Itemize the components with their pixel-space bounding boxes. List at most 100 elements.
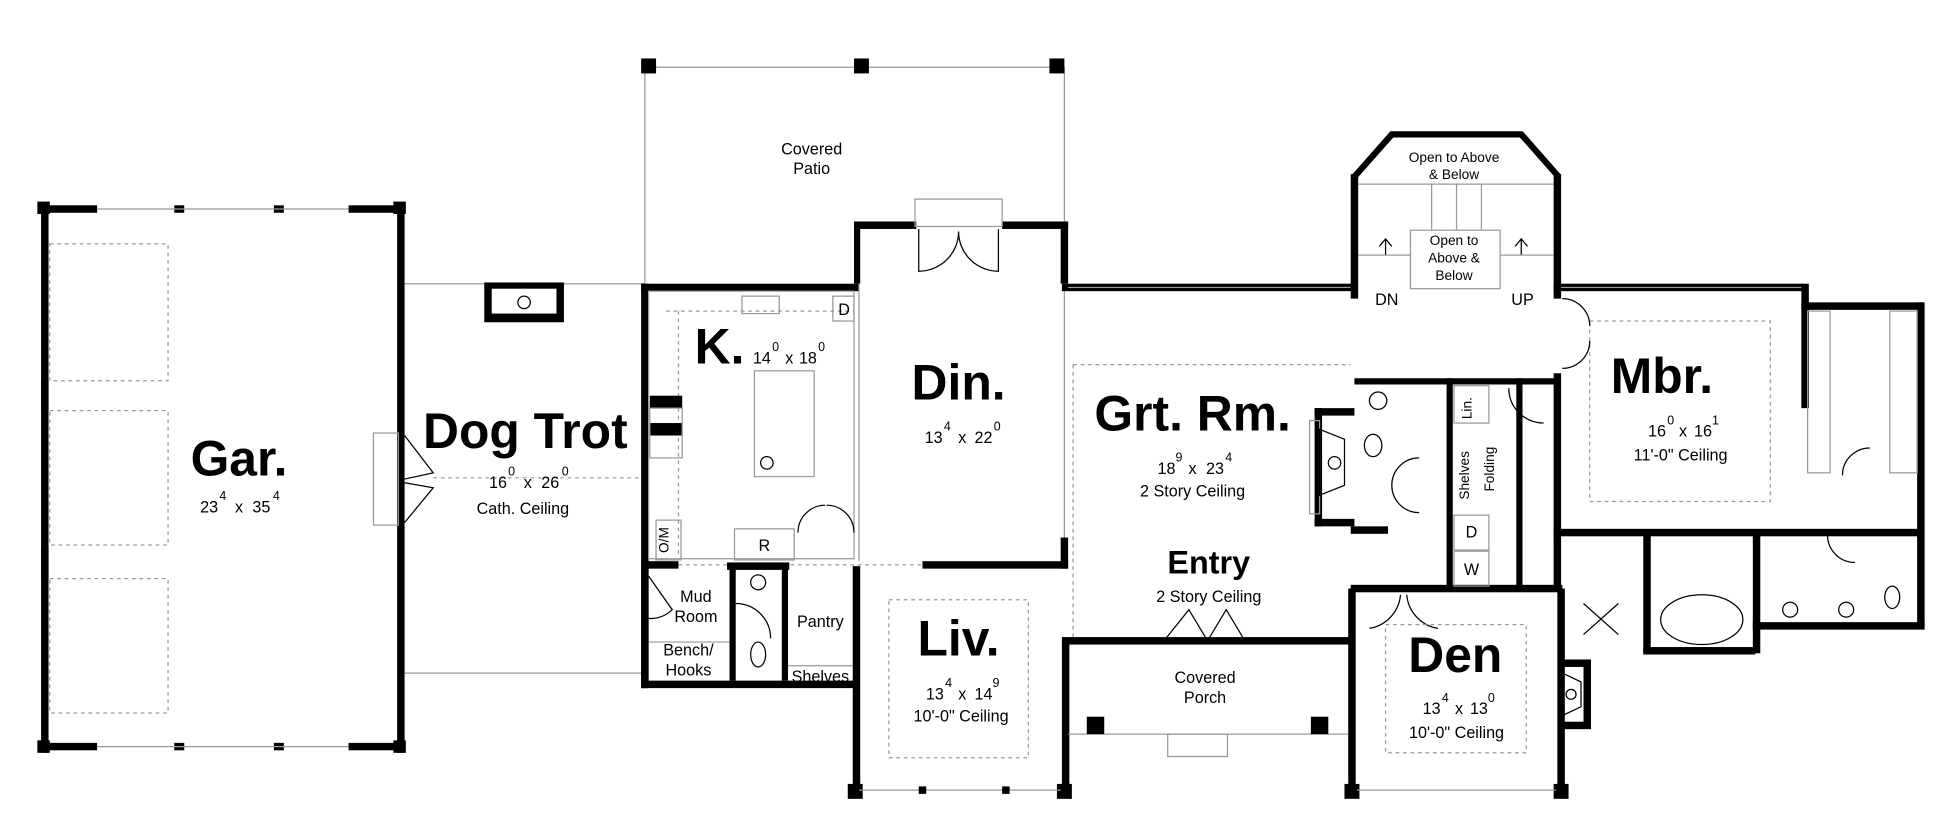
svg-text:4: 4 (219, 489, 226, 503)
dining (854, 198, 1069, 569)
covered-porch-label: Covered (1175, 669, 1236, 687)
covered-porch-label-2: Porch (1184, 689, 1226, 707)
svg-text:16: 16 (489, 474, 507, 492)
svg-text:13: 13 (1423, 700, 1441, 718)
linen-label: Lin. (1459, 397, 1474, 419)
folding-label: Folding (1482, 447, 1497, 492)
master-bedroom (1553, 283, 1925, 626)
svg-text:18: 18 (799, 349, 817, 367)
svg-text:4: 4 (1225, 451, 1232, 465)
washer-label: W (1464, 561, 1480, 579)
master-bedroom-name: Mbr. (1611, 348, 1713, 404)
great-room-ceiling: 2 Story Ceiling (1140, 482, 1245, 500)
dining-name: Din. (912, 354, 1006, 410)
svg-text:23: 23 (1206, 460, 1224, 478)
living-ceiling: 10'-0" Ceiling (914, 708, 1009, 726)
svg-text:x: x (524, 474, 532, 492)
stair-bay (1350, 131, 1562, 299)
entry-ceiling: 2 Story Ceiling (1156, 588, 1261, 606)
entry-name: Entry (1167, 545, 1250, 581)
master-bath (1583, 535, 1925, 655)
svg-text:4: 4 (273, 489, 280, 503)
mud-room (641, 562, 856, 689)
oven-microwave-label: O/M (657, 527, 672, 553)
svg-text:9: 9 (992, 676, 999, 690)
svg-text:0: 0 (994, 420, 1001, 434)
svg-text:35: 35 (252, 499, 270, 517)
svg-text:0: 0 (508, 464, 515, 478)
pantry-label: Pantry (797, 613, 845, 631)
living (847, 566, 1072, 799)
svg-text:x: x (1189, 460, 1197, 478)
stair-down-label: DN (1375, 291, 1398, 309)
svg-text:x: x (1455, 700, 1463, 718)
svg-text:4: 4 (944, 420, 951, 434)
living-name: Liv. (918, 611, 1000, 667)
stair-up-label: UP (1511, 291, 1533, 309)
dog-trot-name: Dog Trot (423, 403, 628, 459)
svg-text:x: x (785, 349, 793, 367)
svg-text:13: 13 (925, 429, 943, 447)
dishwasher-label: D (838, 301, 850, 319)
covered-patio-label: Covered (781, 140, 842, 158)
svg-text:0: 0 (818, 340, 825, 354)
great-room-name: Grt. Rm. (1094, 386, 1290, 442)
refrigerator-label: R (759, 537, 771, 555)
svg-text:x: x (958, 685, 966, 703)
svg-text:23: 23 (200, 499, 218, 517)
svg-text:4: 4 (1442, 691, 1449, 705)
svg-text:18: 18 (1157, 460, 1175, 478)
great-room (1061, 283, 1355, 645)
svg-text:14: 14 (974, 685, 992, 703)
svg-text:16: 16 (1648, 423, 1666, 441)
dog-trot-ceiling: Cath. Ceiling (477, 500, 570, 518)
svg-text:0: 0 (1488, 691, 1495, 705)
bench-hooks-label: Bench/ (663, 642, 714, 660)
kitchen-name: K. (695, 318, 745, 374)
kitchen-dimensions: 14 0 x 18 0 (753, 340, 825, 367)
mud-room-label: Mud (680, 588, 711, 606)
svg-text:4: 4 (945, 676, 952, 690)
svg-text:9: 9 (1175, 451, 1182, 465)
svg-text:22: 22 (974, 429, 992, 447)
open-above-top-label-2: & Below (1429, 167, 1479, 182)
dryer-label: D (1466, 524, 1478, 542)
dog-trot-dimensions: 16 0 x 26 0 (489, 464, 569, 491)
svg-text:0: 0 (1667, 413, 1674, 427)
svg-text:x: x (958, 429, 966, 447)
svg-text:0: 0 (772, 340, 779, 354)
garage-dimensions: 23 4 x 35 4 (200, 489, 280, 516)
garage-name: Gar. (191, 430, 288, 486)
hall-laundry (1350, 378, 1563, 629)
den-dimensions: 13 4 x 13 0 (1423, 691, 1495, 718)
den-name: Den (1408, 627, 1502, 683)
dining-dimensions: 13 4 x 22 0 (925, 420, 1001, 447)
den-ceiling: 10'-0" Ceiling (1409, 724, 1504, 742)
master-ceiling: 11'-0" Ceiling (1634, 446, 1728, 464)
master-dimensions: 16 0 x 16 1 (1648, 413, 1719, 440)
bench-hooks-label-2: Hooks (666, 662, 712, 680)
mud-room-label-2: Room (674, 608, 717, 626)
open-above-stair-label-3: Below (1435, 268, 1472, 283)
covered-patio (641, 58, 1066, 284)
svg-text:1: 1 (1712, 413, 1719, 427)
svg-text:13: 13 (1470, 700, 1488, 718)
svg-text:16: 16 (1694, 423, 1712, 441)
open-above-stair-label-2: Above & (1428, 251, 1480, 266)
svg-text:14: 14 (753, 349, 771, 367)
living-dimensions: 13 4 x 14 9 (926, 676, 1000, 703)
svg-text:26: 26 (541, 474, 559, 492)
svg-text:x: x (235, 499, 243, 517)
svg-text:0: 0 (562, 464, 569, 478)
dog-trot (404, 282, 644, 674)
kitchen (641, 283, 1065, 689)
open-above-top-label: Open to Above (1409, 150, 1500, 165)
covered-patio-label-2: Patio (793, 160, 830, 178)
den (1344, 588, 1591, 799)
great-room-dimensions: 18 9 x 23 4 (1157, 451, 1232, 478)
shelves-label: Shelves (1457, 451, 1472, 500)
open-above-stair-label: Open to (1430, 233, 1479, 248)
svg-text:x: x (1679, 423, 1687, 441)
pantry-shelves-label: Shelves (792, 668, 849, 686)
